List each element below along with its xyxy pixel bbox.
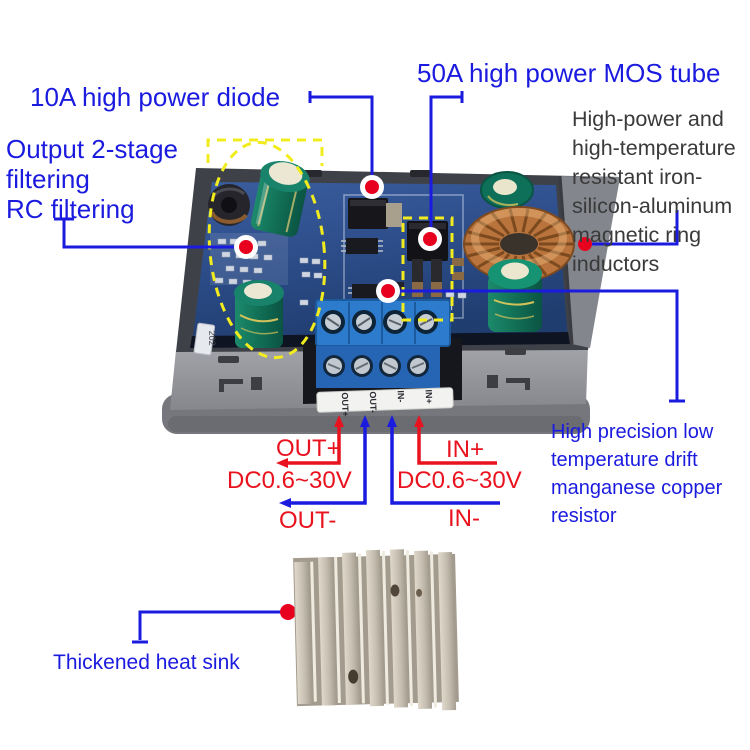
label-heatsink: Thickened heat sink: [53, 651, 240, 674]
callout-line-resistor: [393, 289, 685, 403]
terminal-label-strip: OUT+ OUT- IN- IN+: [316, 387, 454, 417]
wire-arrow-in-minus: [387, 415, 500, 505]
terminal-block: [315, 299, 451, 388]
callout-line-mos: [429, 91, 464, 236]
label-mos-tube: 50A high power MOS tube: [417, 58, 721, 88]
case-right-wall: [560, 176, 620, 348]
label-diode: 10A high power diode: [30, 82, 281, 112]
callout-line-heatsink: [132, 610, 284, 644]
capacitor-right: [488, 259, 542, 332]
terminal-strip-label: OUT+: [340, 392, 351, 417]
capacitor-top-left: [250, 160, 310, 237]
wire-arrow-in-plus: [414, 415, 497, 465]
capacitor-bottom-left: [234, 280, 284, 348]
label-resistor: High precision low temperature drift man…: [551, 421, 723, 527]
power-diode: [348, 198, 402, 229]
label-out-plus: OUT+: [276, 435, 341, 462]
resistor-202-marking: 202: [207, 331, 217, 346]
wire-arrow-out-minus: [279, 415, 370, 508]
label-out-minus: OUT-: [279, 507, 337, 534]
highlight-rect-top: [206, 138, 324, 166]
callout-line-inductor: [589, 210, 679, 246]
module-photo: 202: [162, 160, 620, 434]
callout-dot-rc-filter: [239, 240, 253, 254]
label-in-minus: IN-: [448, 505, 480, 532]
callout-dot-inductor: [578, 237, 592, 251]
terminal-screws-top: [321, 310, 438, 334]
label-in-voltage-range: DC0.6~30V: [397, 467, 522, 494]
callout-dot-resistor: [381, 284, 395, 298]
wire-arrow-out-plus: [276, 415, 344, 468]
label-output-filter: Output 2-stage filtering RC filtering: [6, 134, 178, 224]
highlight-ellipse-output-filter: [207, 140, 327, 360]
callout-dot-mos: [423, 232, 437, 246]
callout-dot-heatsink: [280, 604, 296, 620]
terminal-strip-label: IN-: [396, 390, 406, 402]
callout-lines: [54, 91, 685, 644]
copper-toroid-inductor: [463, 206, 575, 282]
heatsink-photo: [293, 549, 459, 711]
label-out-voltage-range: DC0.6~30V: [227, 467, 352, 494]
highlight-overlays: [206, 138, 454, 360]
callout-line-rc-filter: [54, 217, 240, 249]
callout-dots: [234, 175, 592, 620]
terminal-strip-label: OUT-: [368, 391, 379, 413]
capacitor-top-right: [480, 171, 534, 209]
small-black-inductor: [208, 184, 250, 226]
label-inductor: High-power and high-temperature resistan…: [572, 107, 736, 276]
resistor-202: 202: [193, 322, 217, 356]
case-front-marks: [218, 348, 530, 392]
callout-line-diode: [308, 91, 374, 182]
label-in-plus: IN+: [446, 436, 485, 463]
highlight-rect-mosfet: [401, 216, 454, 322]
terminal-strip-label: IN+: [424, 389, 434, 404]
callout-dot-diode: [365, 180, 379, 194]
terminal-screws-front: [323, 355, 429, 377]
